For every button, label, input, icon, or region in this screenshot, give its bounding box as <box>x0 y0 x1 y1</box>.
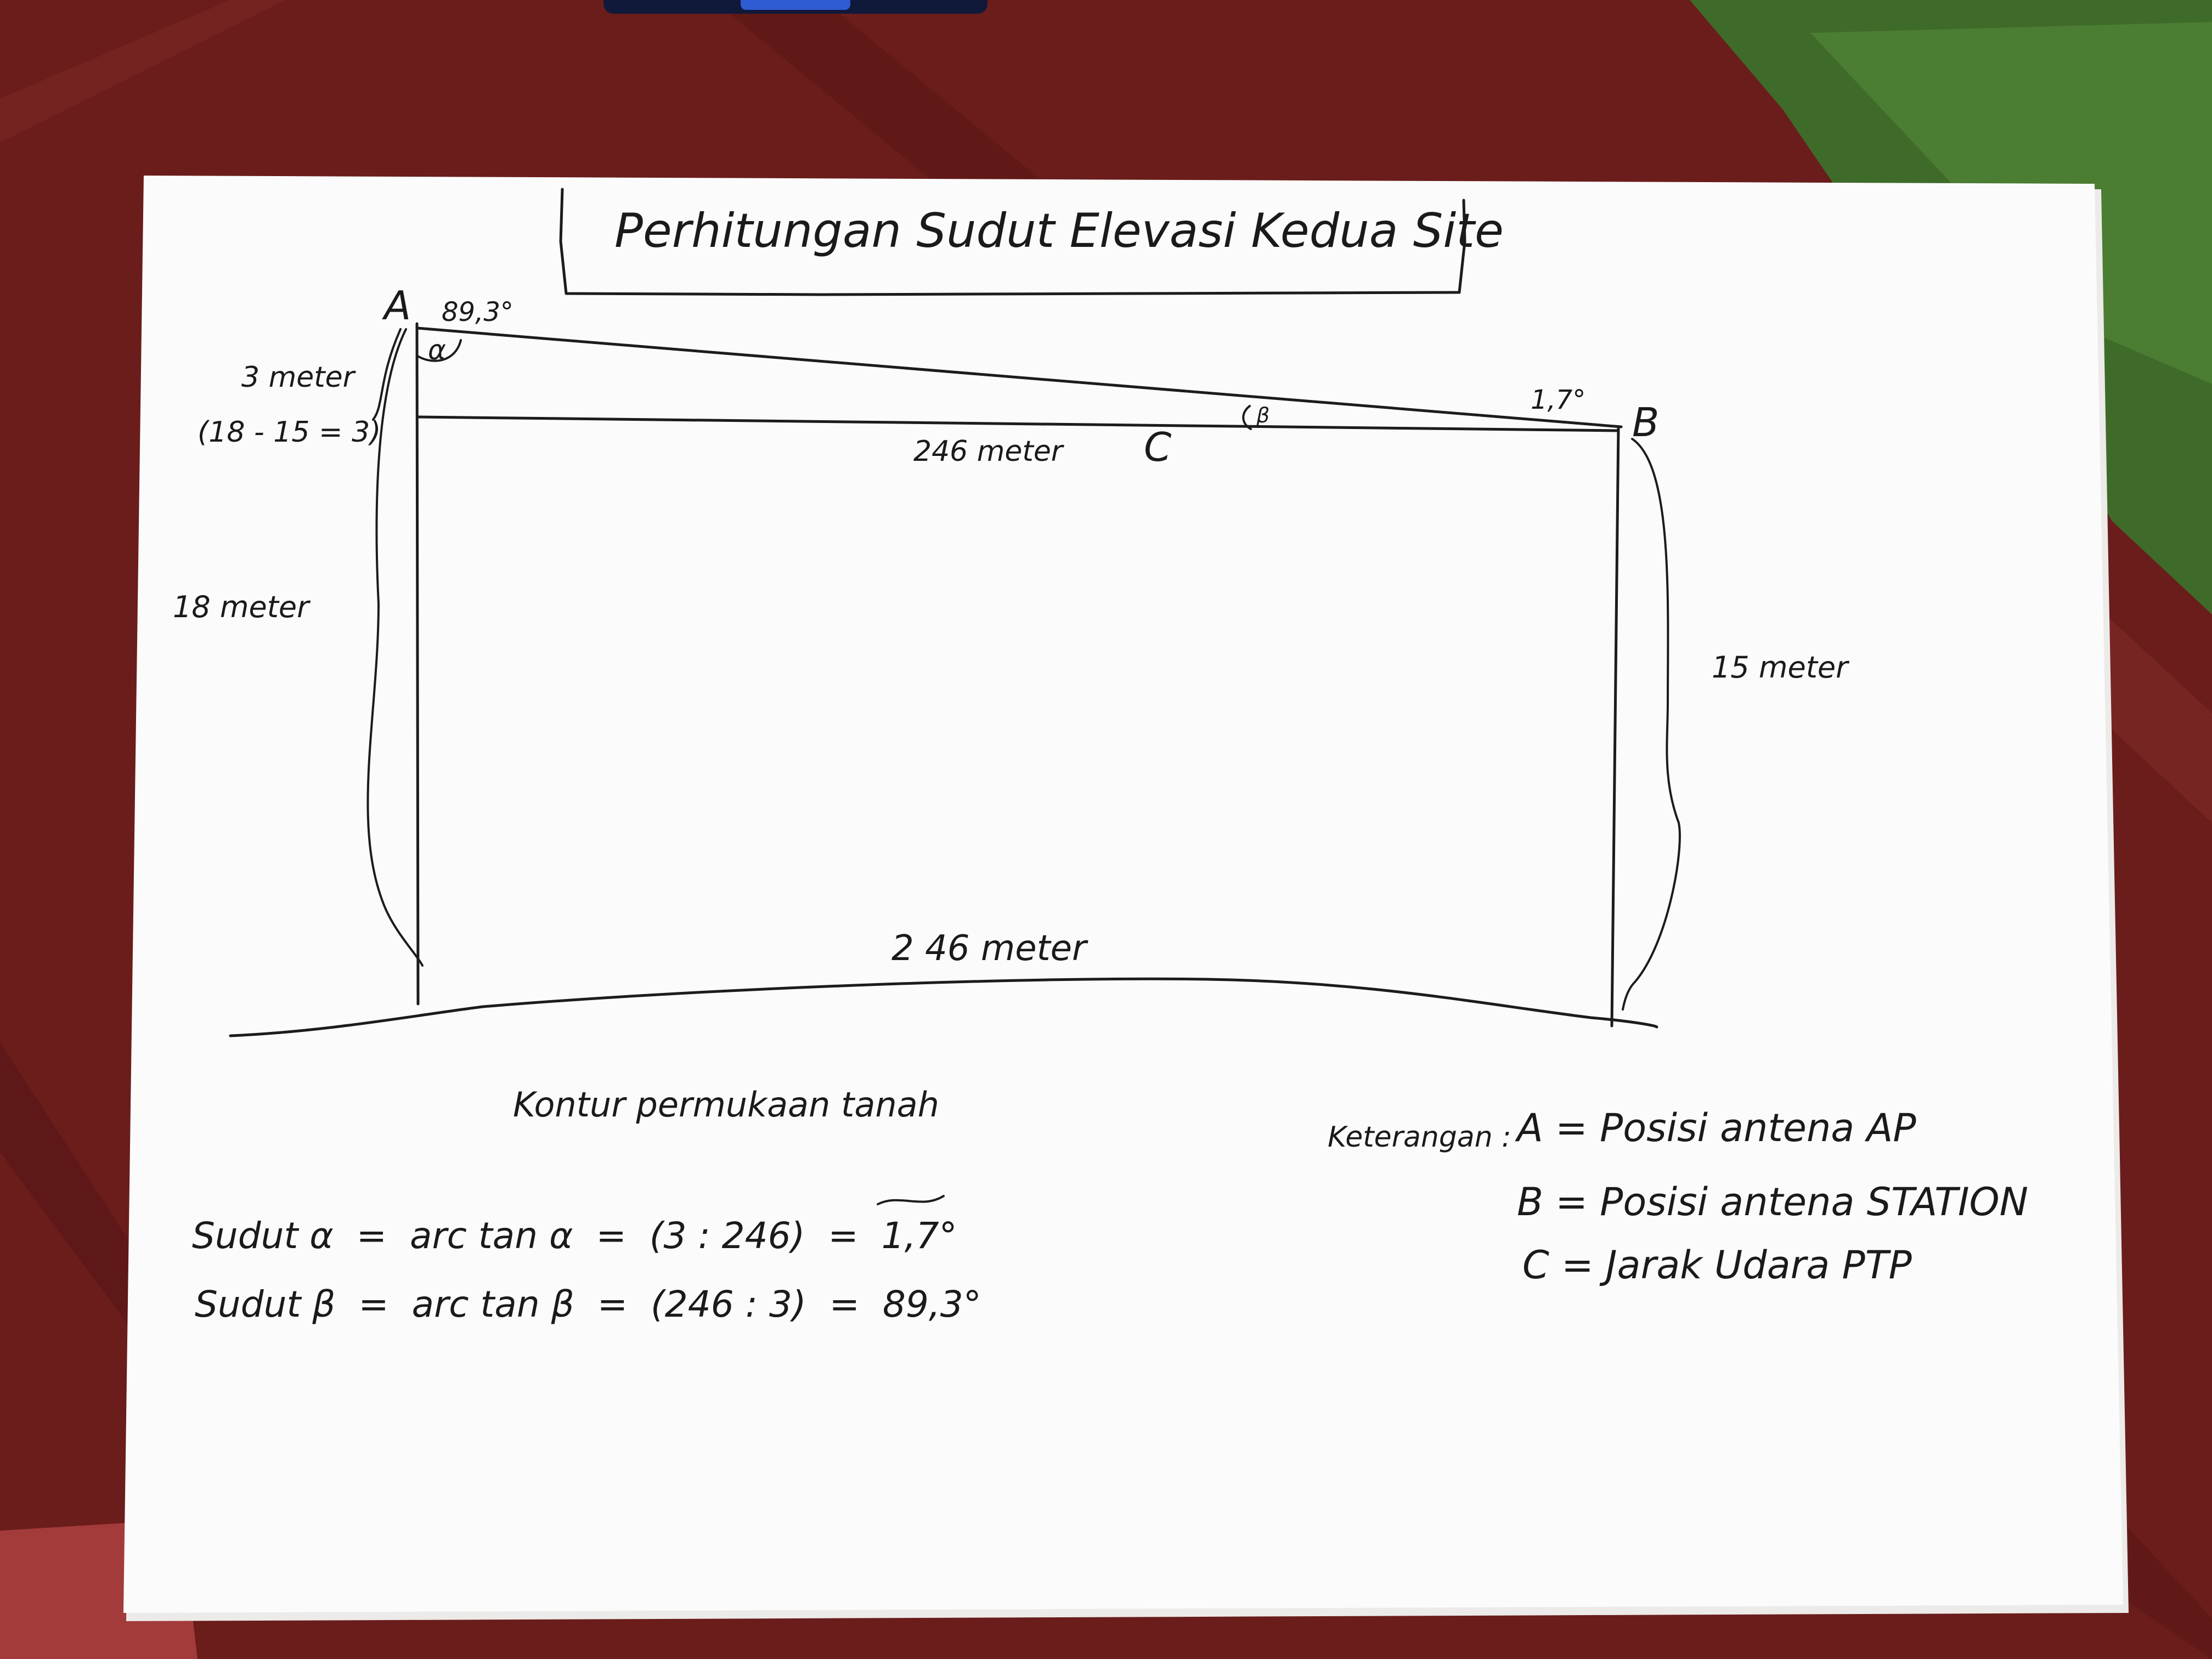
point-label-b: B <box>1632 399 1659 445</box>
a-offset-calc: (18 - 15 = 3) <box>198 416 381 449</box>
ground-contour-label: Kontur permukaan tanah <box>513 1085 939 1125</box>
pole-b <box>1610 426 1620 1028</box>
beta-value: 1,7° <box>1531 385 1585 415</box>
a-offset-label: 3 meter <box>241 361 357 394</box>
legend-item-c: C = Jarak Udara PTP <box>1522 1243 1912 1288</box>
legend-item-a: A = Posisi antena AP <box>1515 1105 1916 1150</box>
formula-beta: Sudut β = arc tan β = (246 : 3) = 89,3° <box>195 1283 981 1325</box>
legend-item-b: B = Posisi antena STATION <box>1517 1180 2028 1224</box>
ground-contour <box>229 977 1658 1037</box>
paper-sheet <box>123 176 2129 1621</box>
horizontal-line <box>416 415 1620 432</box>
beta-symbol: β <box>1256 403 1269 427</box>
ground-distance-label: 2 46 meter <box>891 928 1088 969</box>
formula-alpha: Sudut α = arc tan α = (3 : 246) = 1,7° <box>192 1215 957 1257</box>
pens <box>603 0 988 14</box>
diagram-title: Perhitungan Sudut Elevasi Kedua Site <box>614 204 1504 258</box>
alpha-symbol: α <box>428 334 446 366</box>
pole-a <box>415 322 420 1006</box>
title-box <box>559 188 1466 296</box>
legend-heading: Keterangan : <box>1328 1121 1511 1154</box>
line-of-sight <box>415 326 1623 428</box>
a-height-label: 18 meter <box>173 590 311 624</box>
scribble-mark <box>877 1195 945 1205</box>
point-label-c: C <box>1144 424 1172 470</box>
point-label-a: A <box>382 283 411 329</box>
alpha-value: 89,3° <box>442 297 514 328</box>
b-height-label: 15 meter <box>1712 650 1849 685</box>
diagram-lines <box>229 322 1681 1037</box>
air-distance-label: 246 meter <box>913 435 1065 468</box>
